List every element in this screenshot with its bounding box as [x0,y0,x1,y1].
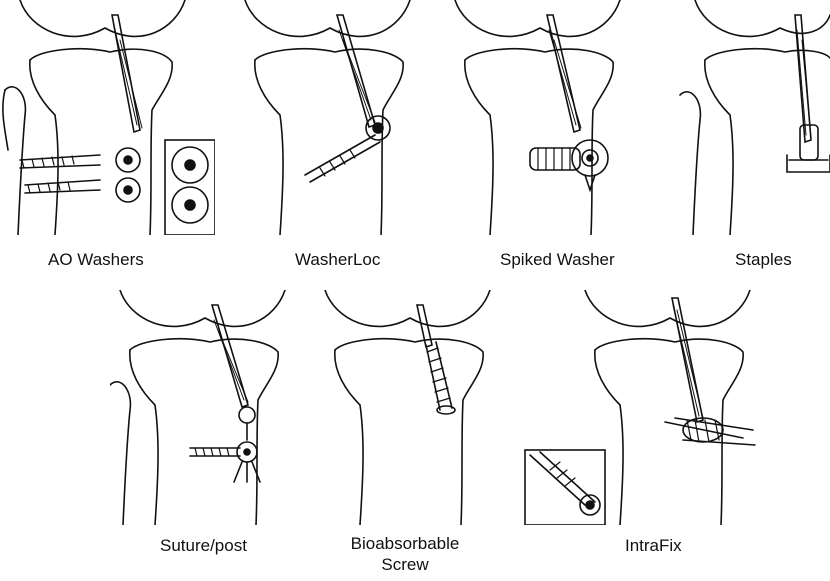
caption-ao-washers: AO Washers [48,250,188,270]
figure-intrafix [515,290,775,525]
figure-staples [655,0,830,235]
caption-bioabsorbable-line2: Screw [330,554,480,575]
figure-ao-washers [0,0,215,235]
figure-bioabsorbable-screw [310,290,510,525]
suture-post-illustration [110,290,300,525]
caption-bioabsorbable-line1: Bioabsorbable [330,533,480,554]
bioabsorbable-screw-illustration [310,290,510,525]
caption-suture-post: Suture/post [160,536,280,556]
caption-washerloc: WasherLoc [295,250,415,270]
figure-suture-post [110,290,300,525]
figure-washerloc [235,0,425,235]
figure-spiked-washer [440,0,640,235]
ao-washers-illustration [0,0,215,235]
washerloc-illustration [235,0,425,235]
spiked-washer-illustration [440,0,640,235]
staples-illustration [655,0,830,235]
caption-staples: Staples [735,250,825,270]
caption-intrafix: IntraFix [625,536,725,556]
intrafix-illustration [515,290,775,525]
caption-bioabsorbable-screw: Bioabsorbable Screw [330,533,480,575]
caption-spiked-washer: Spiked Washer [500,250,650,270]
